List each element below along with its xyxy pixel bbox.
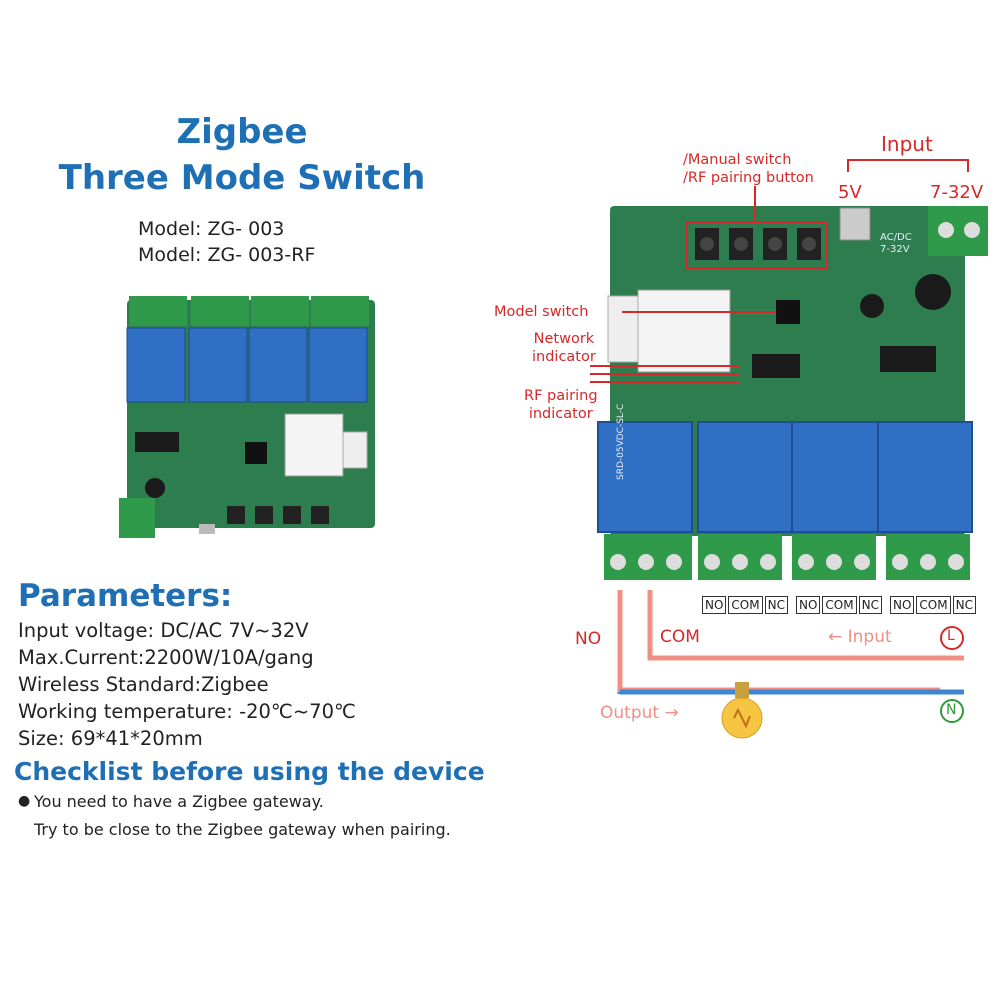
network-indicator-label: Network indicator bbox=[532, 331, 596, 365]
small-terminal-row bbox=[129, 296, 369, 326]
light-bulb-icon bbox=[721, 682, 763, 739]
rf-pairing-indicator-label: RF pairing indicator bbox=[524, 388, 598, 422]
rf-pairing-button-label: /RF pairing button bbox=[683, 170, 814, 186]
neutral-symbol-icon bbox=[940, 699, 964, 723]
param-max-current: Max.Current:2200W/10A/gang bbox=[18, 646, 314, 669]
live-symbol-icon bbox=[940, 626, 964, 650]
wiring-diagram bbox=[590, 159, 988, 739]
product-photo-small bbox=[119, 296, 375, 538]
terminal-label: NC bbox=[764, 596, 788, 614]
terminal-label: NC bbox=[858, 596, 882, 614]
terminal-labels-3: NO COM NC bbox=[890, 596, 976, 614]
small-relay-row bbox=[126, 327, 368, 403]
terminal-label: COM bbox=[822, 596, 857, 614]
capacitor bbox=[915, 274, 951, 310]
terminal-label: NO bbox=[796, 596, 821, 614]
live-wire bbox=[647, 590, 964, 661]
checklist-item-1: You need to have a Zigbee gateway. bbox=[34, 792, 324, 811]
manual-switch-label: /Manual switch bbox=[683, 152, 792, 168]
terminal-label: NO bbox=[702, 596, 727, 614]
page-subtitle: Three Mode Switch bbox=[58, 158, 426, 198]
parameters-heading: Parameters: bbox=[18, 578, 233, 614]
output-label: Output → bbox=[600, 703, 679, 723]
model-number-2: Model: ZG- 003-RF bbox=[138, 244, 316, 266]
param-wireless-standard: Wireless Standard:Zigbee bbox=[18, 673, 269, 696]
5v-label: 5V bbox=[838, 182, 862, 203]
manual-switch-highlight bbox=[686, 221, 828, 269]
param-size: Size: 69*41*20mm bbox=[18, 727, 203, 750]
terminal-label: COM bbox=[728, 596, 763, 614]
checklist-item-2: Try to be close to the Zigbee gateway wh… bbox=[34, 820, 451, 839]
bullet-icon: ● bbox=[18, 793, 31, 809]
relay-row bbox=[597, 421, 973, 533]
com-label: COM bbox=[660, 627, 700, 647]
manual-buttons bbox=[695, 228, 821, 260]
neutral-symbol-letter: N bbox=[946, 702, 957, 718]
model-switch-label: Model switch bbox=[494, 304, 589, 320]
terminal-label: COM bbox=[916, 596, 951, 614]
input-label: Input bbox=[881, 132, 933, 156]
checklist-heading: Checklist before using the device bbox=[14, 757, 485, 786]
input-bracket bbox=[847, 159, 969, 172]
terminal-label: NC bbox=[952, 596, 976, 614]
model-switch-button bbox=[776, 300, 800, 324]
input-arrow-label: ← Input bbox=[828, 627, 892, 647]
small-zigbee-module bbox=[284, 413, 344, 477]
live-symbol-letter: L bbox=[947, 628, 955, 644]
relay-marking: SRD-05VDC-SL-C bbox=[616, 403, 626, 480]
usb-5v-port bbox=[839, 207, 871, 241]
board-voltage-marking: AC/DC 7-32V bbox=[880, 232, 912, 255]
no-label: NO bbox=[575, 629, 602, 649]
terminal-labels-1: NO COM NC bbox=[702, 596, 788, 614]
terminal-labels-2: NO COM NC bbox=[796, 596, 882, 614]
model-number-1: Model: ZG- 003 bbox=[138, 218, 285, 240]
output-terminals bbox=[604, 534, 970, 580]
terminal-label: NO bbox=[890, 596, 915, 614]
param-input-voltage: Input voltage: DC/AC 7V~32V bbox=[18, 619, 309, 642]
param-working-temperature: Working temperature: -20℃~70℃ bbox=[18, 700, 356, 723]
7-32v-label: 7-32V bbox=[930, 182, 984, 203]
zigbee-module bbox=[637, 289, 731, 373]
page-title: Zigbee bbox=[176, 112, 308, 152]
